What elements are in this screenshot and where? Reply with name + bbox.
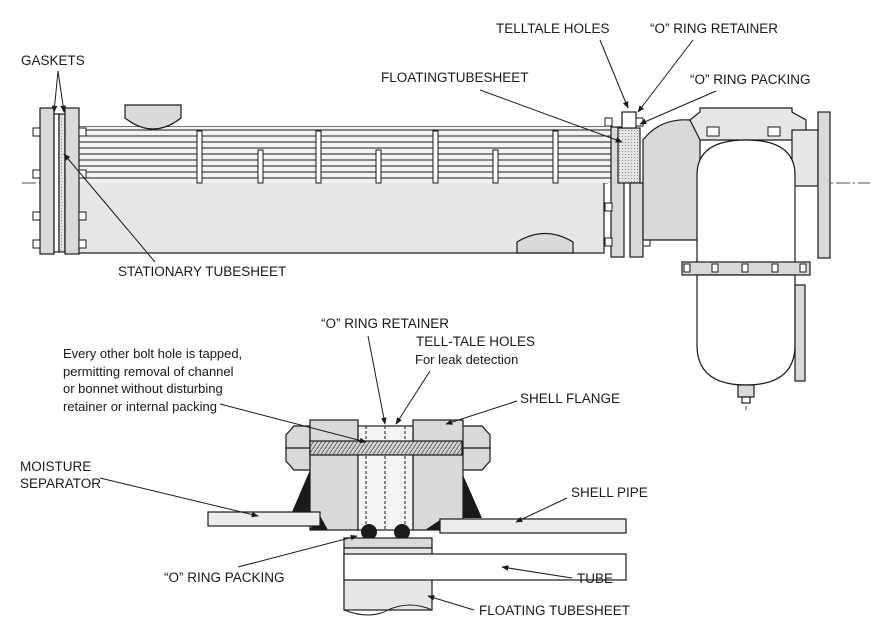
label-shell-pipe: SHELL PIPE xyxy=(571,485,648,500)
tube-bundle xyxy=(78,127,618,183)
note-line-2: permitting removal of channel xyxy=(63,364,234,379)
weld-right-lower xyxy=(425,520,440,530)
bonnet-top-bolts xyxy=(706,126,781,137)
label-moisture-separator-2: SEPARATOR xyxy=(20,476,101,491)
moisture-separator-lower xyxy=(696,274,796,386)
label-o-ring-retainer-detail: “O” RING RETAINER xyxy=(321,316,449,331)
stationary-tubesheet xyxy=(58,113,66,253)
weld-right xyxy=(463,475,482,518)
label-o-ring-packing-top: “O” RING PACKING xyxy=(690,72,811,87)
label-tell-tale-holes-detail: TELL-TALE HOLES xyxy=(416,334,535,349)
threaded-bolt xyxy=(309,440,463,456)
label-floating-tubesheet-detail: FLOATING TUBESHEET xyxy=(479,603,630,618)
shell-pipe-detail xyxy=(439,518,627,534)
detail-section xyxy=(207,419,627,616)
inlet-nozzle xyxy=(124,104,182,130)
tube-detail xyxy=(343,553,627,581)
separator-drain xyxy=(737,384,755,398)
label-stationary-tubesheet: STATIONARY TUBESHEET xyxy=(118,264,286,279)
left-shell-flange xyxy=(64,107,80,255)
right-channel-flange xyxy=(629,182,644,258)
label-for-leak-detection: For leak detection xyxy=(415,352,518,367)
outlet-nozzle xyxy=(516,232,574,254)
left-channel-flange xyxy=(39,107,55,255)
bonnet-side-pipe xyxy=(791,129,819,187)
exchanger-assembly xyxy=(22,104,870,410)
label-gaskets: GASKETS xyxy=(21,53,85,68)
separator-drain-plug xyxy=(741,396,751,404)
left-bolts xyxy=(32,127,87,249)
weld-left xyxy=(292,470,310,512)
label-shell-flange: SHELL FLANGE xyxy=(520,391,620,406)
shell-flange-detail xyxy=(412,419,464,531)
o-ring-left xyxy=(361,524,377,540)
separator-pipe-detail xyxy=(207,511,321,527)
label-o-ring-retainer-top: “O” RING RETAINER xyxy=(650,21,778,36)
label-floating-tubesheet-top: FLOATINGTUBESHEET xyxy=(381,70,529,85)
label-tube: TUBE xyxy=(577,571,613,586)
channel-bonnet xyxy=(642,119,701,241)
o-ring-right xyxy=(394,524,410,540)
tube-lines xyxy=(60,129,618,179)
note-line-3: or bonnet without disturbing xyxy=(63,381,223,396)
separator-support xyxy=(794,284,806,382)
o-ring-retainer-top xyxy=(621,111,637,129)
left-gasket-outer xyxy=(53,113,60,253)
baffles xyxy=(196,130,559,184)
label-o-ring-packing-detail: “O” RING PACKING xyxy=(164,570,285,585)
floating-tubesheet-detail xyxy=(343,537,433,549)
note-line-4: retainer or internal packing xyxy=(63,399,217,414)
label-telltale-holes: TELLTALE HOLES xyxy=(496,21,610,36)
bonnet-side-flange xyxy=(817,111,831,259)
label-moisture-separator-1: MOISTURE xyxy=(20,459,91,474)
separator-band-bolts xyxy=(683,263,807,273)
floating-tubesheet-top xyxy=(617,127,641,184)
note-line-1: Every other bolt hole is tapped, xyxy=(63,346,242,361)
moisture-separator-upper xyxy=(696,139,796,266)
